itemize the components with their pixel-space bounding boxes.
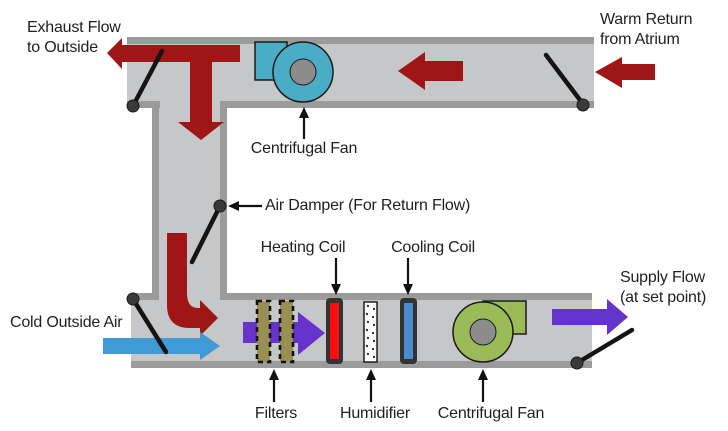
callout-arrow-fan-top [299, 107, 309, 139]
centrifugal-fan-top-label-text: Centrifugal Fan [250, 140, 358, 157]
air-damper-label: Air Damper (For Return Flow) [265, 196, 470, 216]
filters-label-text: Filters [254, 405, 298, 422]
filters-shape [255, 299, 295, 364]
callout-arrow-humidifier [366, 369, 376, 402]
callout-arrow-cooling-coil [403, 258, 413, 295]
callout-arrows [228, 107, 488, 402]
cold-outside-air-label: Cold Outside Air [10, 313, 123, 333]
humidifier-label: Humidifier [313, 404, 437, 424]
damper-return-flow [189, 199, 227, 265]
supply-flow-label-line2: (at set point) [620, 289, 707, 306]
recirculation-elbow-arrow [167, 233, 218, 336]
damper-outside-air [126, 292, 169, 355]
supply-flow-label: Supply Flow (at set point) [620, 268, 706, 308]
centrifugal-fan-top-label: Centrifugal Fan [238, 139, 370, 159]
damper-exhaust [126, 48, 165, 113]
centrifugal-fan-bottom-label-text: Centrifugal Fan [437, 405, 545, 422]
heating-coil-shape [326, 298, 343, 364]
damper-supply [570, 327, 635, 370]
humidifier-dots [365, 304, 376, 359]
duct-walls [127, 37, 594, 368]
heating-coil-label: Heating Coil [245, 238, 361, 258]
damper-warm-return [543, 52, 590, 112]
supply-flow-label-line1: Supply Flow [620, 269, 705, 286]
cooling-coil-label-text: Cooling Coil [391, 239, 475, 256]
exhaust-flow-label-line1: Exhaust Flow [27, 19, 121, 36]
warm-return-label-line1: Warm Return [600, 11, 693, 28]
return-flow-arrow-mid [398, 52, 463, 90]
exhaust-flow-label: Exhaust Flow to Outside [27, 18, 121, 58]
heating-coil-label-text: Heating Coil [260, 239, 346, 256]
cooling-coil-shape [400, 298, 417, 364]
fan-hub-bottom [469, 318, 497, 346]
exhaust-flow-label-line2: to Outside [27, 39, 98, 56]
humidifier-shape [363, 301, 378, 363]
centrifugal-fan-bottom-shape [452, 300, 527, 363]
cold-outside-air-label-text: Cold Outside Air [10, 314, 123, 331]
filters-label: Filters [226, 404, 326, 424]
callout-arrow-filters [269, 369, 279, 402]
cooling-coil-label: Cooling Coil [375, 238, 491, 258]
humidifier-label-text: Humidifier [339, 405, 411, 422]
centrifugal-fan-bottom-label: Centrifugal Fan [425, 404, 557, 424]
callout-arrow-heating-coil [331, 258, 341, 295]
warm-return-label: Warm Return from Atrium [600, 10, 693, 50]
air-damper-label-text: Air Damper (For Return Flow) [265, 197, 471, 214]
fan-hub-top [289, 58, 317, 86]
supply-flow-outlet-arrow [552, 299, 628, 335]
dampers [126, 48, 635, 370]
warm-return-inlet-arrow [595, 57, 655, 88]
vertical-duct [152, 37, 227, 300]
callout-arrow-air-damper [228, 201, 262, 211]
callout-arrow-fan-bottom [478, 369, 488, 402]
centrifugal-fan-top-shape [254, 41, 334, 103]
exhaust-split-arrow [107, 38, 240, 140]
warm-return-label-line2: from Atrium [600, 31, 680, 48]
